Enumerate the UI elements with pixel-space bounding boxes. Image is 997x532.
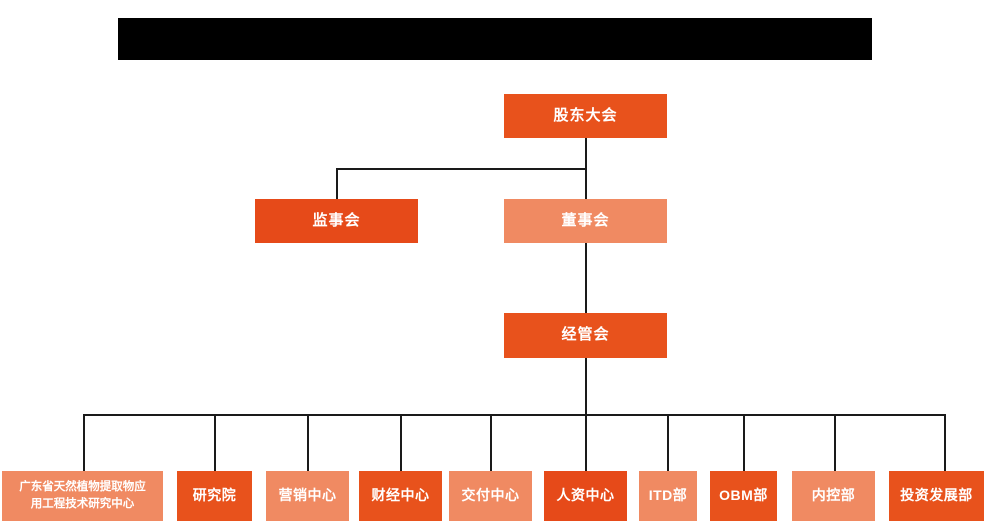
node-internal-control-department[interactable]: 内控部: [792, 471, 875, 521]
connector-drop-delivery: [490, 414, 492, 471]
connector-drop-supervisors: [336, 168, 338, 200]
connector-drop-marketing: [307, 414, 309, 471]
node-hr-center-label: 人资中心: [556, 487, 615, 504]
node-finance-center-label: 财经中心: [371, 487, 430, 504]
node-research-center-label: 广东省天然植物提取物应 用工程技术研究中心: [19, 481, 146, 510]
node-itd-department[interactable]: ITD部: [639, 471, 697, 521]
node-internal-control-department-label: 内控部: [811, 487, 856, 504]
node-board-of-supervisors-label: 监事会: [312, 211, 361, 229]
node-investment-development-department[interactable]: 投资发展部: [889, 471, 984, 521]
node-obm-department[interactable]: OBM部: [710, 471, 777, 521]
node-institute[interactable]: 研究院: [177, 471, 252, 521]
connector-management-down: [585, 358, 587, 416]
node-board-of-supervisors[interactable]: 监事会: [255, 199, 418, 243]
connector-drop-finance: [400, 414, 402, 471]
node-delivery-center-label: 交付中心: [461, 487, 520, 504]
node-management-committee[interactable]: 经管会: [504, 313, 667, 358]
node-shareholders-meeting[interactable]: 股东大会: [504, 94, 667, 138]
node-delivery-center[interactable]: 交付中心: [449, 471, 532, 521]
connector-drop-itd: [667, 414, 669, 471]
connector-drop-investment: [944, 414, 946, 471]
node-institute-label: 研究院: [192, 487, 237, 504]
node-hr-center[interactable]: 人资中心: [544, 471, 627, 521]
connector-drop-institute: [214, 414, 216, 471]
connector-directors-to-management: [585, 243, 587, 313]
node-shareholders-meeting-label: 股东大会: [553, 106, 618, 124]
connector-drop-hr: [585, 414, 587, 471]
node-board-of-directors-label: 董事会: [561, 211, 610, 229]
node-finance-center[interactable]: 财经中心: [359, 471, 442, 521]
node-marketing-center-label: 营销中心: [278, 487, 337, 504]
node-marketing-center[interactable]: 营销中心: [266, 471, 349, 521]
node-obm-department-label: OBM部: [719, 487, 768, 504]
connector-drop-internal-control: [834, 414, 836, 471]
connector-shareholders-to-supervisors-bus: [336, 168, 586, 170]
node-board-of-directors[interactable]: 董事会: [504, 199, 667, 243]
node-itd-department-label: ITD部: [648, 487, 688, 504]
connector-department-bus: [83, 414, 944, 416]
node-research-center[interactable]: 广东省天然植物提取物应 用工程技术研究中心: [2, 471, 163, 521]
connector-drop-obm: [743, 414, 745, 471]
node-investment-development-department-label: 投资发展部: [900, 487, 973, 504]
node-management-committee-label: 经管会: [561, 326, 610, 344]
connector-drop-research-center: [83, 414, 85, 471]
redacted-title-banner: [118, 18, 872, 60]
connector-shareholders-down: [585, 138, 587, 214]
